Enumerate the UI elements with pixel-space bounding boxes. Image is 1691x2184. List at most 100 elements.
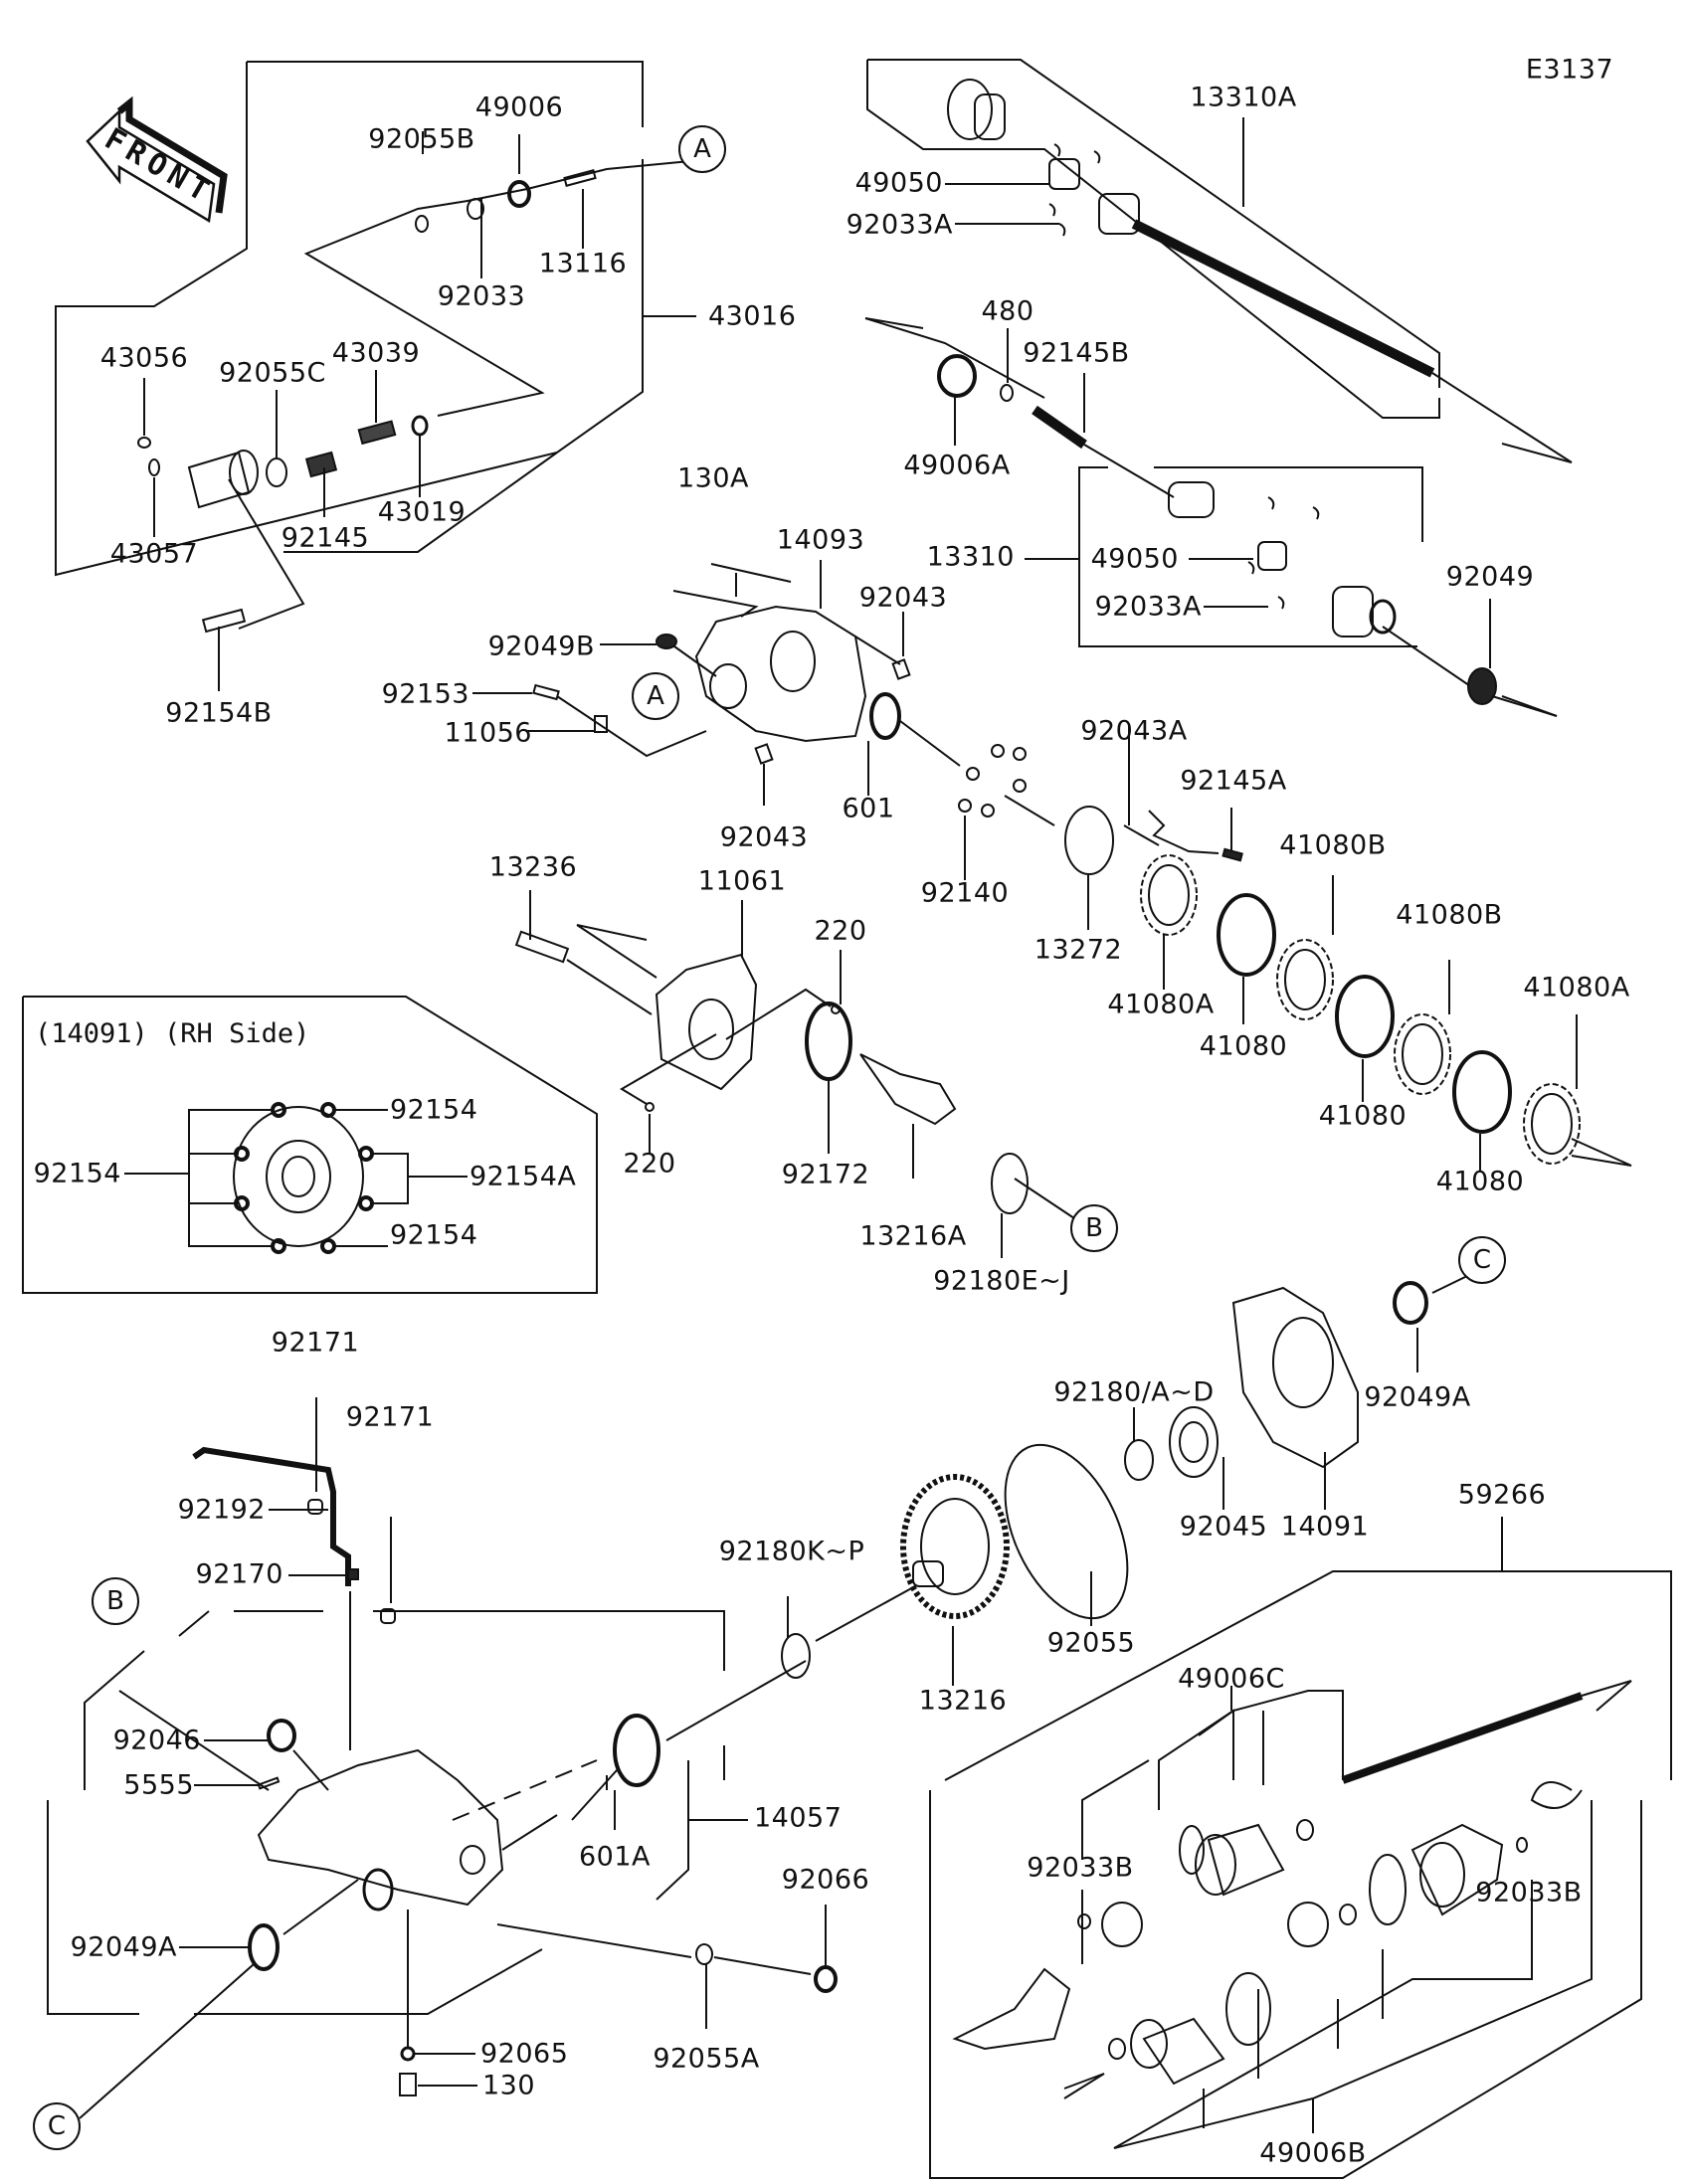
- label-92033B-left: 92033B: [1027, 1852, 1134, 1884]
- ref-circle-a-case: A: [632, 672, 679, 720]
- pinion-13216A: [860, 1054, 955, 1124]
- piston-43039: [359, 422, 395, 444]
- label-92049B: 92049B: [487, 631, 595, 662]
- assembly-box-43016: [247, 62, 643, 127]
- label-92180-A-D: 92180/A~D: [1053, 1376, 1215, 1408]
- label-43056: 43056: [99, 342, 189, 374]
- ref-circle-a-top: A: [678, 125, 726, 173]
- seal-92049B: [657, 635, 676, 648]
- assembly-box-13310A: [867, 60, 1439, 388]
- label-92049: 92049: [1445, 561, 1535, 593]
- label-92140: 92140: [920, 877, 1010, 909]
- label-92192: 92192: [177, 1494, 266, 1526]
- washer-92065: [402, 2048, 414, 2060]
- label-92043A: 92043A: [1080, 715, 1188, 747]
- dowel-92043-top: [893, 659, 910, 678]
- label-92046: 92046: [112, 1725, 201, 1756]
- bearing-49006A: [939, 356, 975, 396]
- label-41080B-1: 41080B: [1279, 829, 1387, 861]
- label-13310A: 13310A: [1190, 82, 1297, 113]
- cv-joint-parts: [955, 1681, 1631, 2098]
- label-49050: 49050: [1090, 543, 1179, 575]
- seal-601A: [615, 1716, 658, 1785]
- label-14057: 14057: [754, 1802, 843, 1834]
- label-92172: 92172: [781, 1159, 870, 1190]
- nut-92066: [816, 1967, 836, 1991]
- ref-circle-c-bottom: C: [33, 2102, 81, 2150]
- gasket-92055: [981, 1426, 1153, 1638]
- seal-92172: [807, 1003, 850, 1079]
- label-41080-3: 41080: [1435, 1166, 1525, 1197]
- front-arrow-icon: [88, 103, 224, 221]
- label-13236: 13236: [488, 851, 578, 883]
- label-92180K-P: 92180K~P: [718, 1536, 865, 1567]
- yoke-flange: [948, 80, 992, 139]
- spring-92145: [306, 453, 336, 476]
- fitting-92170: [348, 1569, 358, 1579]
- label-92154-bottom: 92154: [390, 1219, 478, 1251]
- label-130A: 130A: [676, 462, 750, 494]
- label-92033B-right: 92033B: [1475, 1877, 1583, 1909]
- label-11056: 11056: [444, 717, 532, 749]
- assembly-box-59266: [945, 1571, 1671, 1780]
- label-11061: 11061: [697, 865, 787, 897]
- dowel-92043-bot: [756, 744, 773, 763]
- label-92055B: 92055B: [368, 123, 475, 155]
- seal-92046: [269, 1721, 294, 1750]
- label-220-top: 220: [814, 915, 867, 947]
- label-41080A-2: 41080A: [1523, 972, 1630, 1003]
- label-92033A: 92033A: [1094, 591, 1202, 623]
- label-49050-top: 49050: [854, 167, 943, 199]
- label-92049A-left: 92049A: [70, 1931, 177, 1963]
- plug-130: [400, 2074, 416, 2095]
- label-92055A: 92055A: [653, 2043, 760, 2075]
- label-49006C: 49006C: [1178, 1663, 1285, 1695]
- case-14057: [259, 1750, 502, 1905]
- label-92049A-right: 92049A: [1364, 1381, 1471, 1413]
- label-49006: 49006: [474, 91, 564, 123]
- yoke-13310-rear: [1333, 587, 1373, 637]
- shim-92180E-J: [992, 1154, 1028, 1213]
- shim-92180A-D: [1125, 1440, 1153, 1480]
- spring-92145A: [1223, 849, 1242, 860]
- label-92171-top: 92171: [271, 1327, 360, 1359]
- spring-92145B: [1034, 410, 1084, 445]
- label-92154B: 92154B: [165, 697, 273, 729]
- gasket-11061: [657, 955, 756, 1089]
- balls-92140: [959, 745, 1026, 817]
- o-ring-92055C: [267, 458, 286, 486]
- label-43016: 43016: [708, 300, 797, 332]
- label-41080-2: 41080: [1318, 1100, 1408, 1132]
- label-13116: 13116: [538, 248, 628, 279]
- label-480: 480: [981, 295, 1034, 327]
- hose-92192: [194, 1450, 348, 1586]
- bolt-92153: [533, 685, 558, 699]
- diagram-code: E3137: [1525, 54, 1614, 86]
- ref-circle-b-bottom: B: [92, 1577, 139, 1625]
- label-130: 130: [482, 2070, 536, 2101]
- label-601: 601: [842, 793, 895, 824]
- label-43039: 43039: [331, 337, 421, 369]
- o-ring-92055B: [416, 216, 428, 232]
- ring-gear-13216: [903, 1477, 1007, 1616]
- label-92145B: 92145B: [1023, 337, 1130, 369]
- label-92154-left: 92154: [33, 1158, 121, 1189]
- yoke-13310-front: [1169, 482, 1214, 517]
- label-41080B-2: 41080B: [1396, 899, 1503, 931]
- label-13216A: 13216A: [859, 1220, 967, 1252]
- universal-joint-cross-13310: [1258, 542, 1286, 570]
- label-92043-bottom: 92043: [719, 821, 809, 853]
- universal-joint-cross: [1049, 159, 1079, 189]
- shim-92180K-P: [782, 1634, 810, 1678]
- bolt-92154B: [203, 610, 245, 632]
- assembly-box-14057: [179, 1611, 209, 1636]
- clamp-92171-top: [308, 1500, 322, 1514]
- label-59266: 59266: [1457, 1479, 1547, 1511]
- cover-14091: [1233, 1288, 1358, 1467]
- label-41080A-1: 41080A: [1107, 989, 1215, 1020]
- inset-box-14091: [23, 997, 597, 1293]
- yoke-shaft: [1099, 194, 1139, 234]
- label-92065: 92065: [480, 2038, 569, 2070]
- shift-lever-13236: [516, 932, 568, 962]
